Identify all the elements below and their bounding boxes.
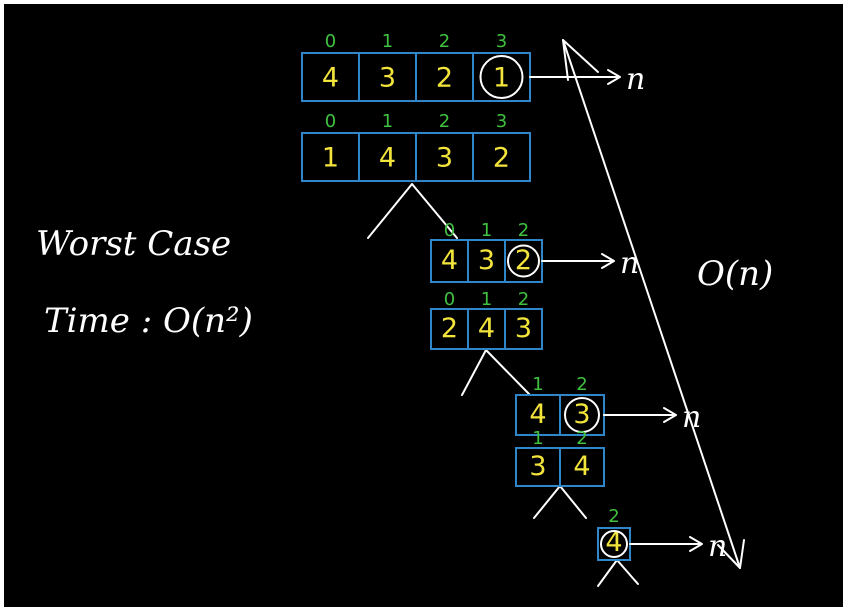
cell-index: 0 (444, 220, 455, 241)
pivot-circle (507, 244, 540, 278)
cell-index: 2 (576, 374, 587, 395)
cell-value: 4 (322, 63, 339, 94)
array-row-2: 1 0 4 1 3 2 2 3 (301, 111, 531, 182)
cell-index: 1 (382, 31, 393, 52)
cell-value: 3 (515, 313, 532, 344)
cell-index: 1 (382, 111, 393, 132)
n-label: n (708, 529, 727, 564)
arrow-to-n (603, 407, 677, 423)
cell-index: 2 (518, 289, 529, 310)
cell-index: 0 (444, 289, 455, 310)
arrow-to-n (541, 253, 615, 269)
cell-value: 1 (493, 63, 510, 94)
cell-value: 3 (573, 399, 590, 430)
array-row-1: 4 0 3 1 2 2 1 3 n (301, 31, 645, 102)
cell-index: 2 (518, 220, 529, 241)
cell-value: 4 (573, 451, 590, 482)
array-row-5: 4 1 3 2 n (515, 374, 701, 436)
pivot-circle (564, 397, 600, 433)
linear-complexity-label: O(n) (697, 254, 773, 294)
array-row-3: 4 0 3 1 2 2 n (430, 220, 639, 283)
cell-index: 2 (439, 111, 450, 132)
array-box (430, 308, 543, 350)
cell-value: 3 (478, 245, 495, 276)
cell-index: 1 (532, 374, 543, 395)
pivot-circle (600, 530, 628, 558)
cell-index: 1 (481, 289, 492, 310)
cell-value: 3 (529, 451, 546, 482)
cell-value: 2 (436, 63, 453, 94)
cell-value: 1 (322, 143, 339, 174)
cell-index: 3 (496, 31, 507, 52)
pivot-circle (479, 55, 524, 99)
depth-arrow (562, 39, 745, 569)
array-rows: 40312213n10413223403122n2041324132n31424… (301, 31, 727, 564)
cell-index: 1 (481, 220, 492, 241)
cell-value: 3 (436, 143, 453, 174)
blackboard (4, 4, 843, 607)
cell-index: 0 (325, 31, 336, 52)
array-row-6: 31 42 (515, 428, 605, 487)
n-label: n (626, 62, 645, 97)
array-row-4: 2 0 4 1 3 2 (430, 289, 543, 350)
n-label: n (620, 246, 639, 281)
cell-index: 2 (576, 428, 587, 449)
arrow-to-n (629, 536, 703, 552)
cell-index: 1 (532, 428, 543, 449)
array-row-7: 42 n (597, 506, 727, 564)
worst-case-label: Worst Case (36, 224, 231, 264)
time-complexity-label: Time : O(n²) (44, 301, 253, 341)
cell-value: 2 (515, 245, 532, 276)
cell-value: 4 (605, 527, 622, 558)
arrow-to-n (529, 69, 621, 85)
cell-value: 4 (478, 313, 495, 344)
cell-index: 3 (496, 111, 507, 132)
cell-index: 2 (439, 31, 450, 52)
cell-value: 4 (529, 399, 546, 430)
cell-index: 2 (608, 506, 619, 527)
cell-value: 3 (379, 63, 396, 94)
cell-value: 2 (493, 143, 510, 174)
cell-value: 2 (441, 313, 458, 344)
cell-index: 0 (325, 111, 336, 132)
n-label: n (682, 400, 701, 435)
tree-branches (367, 183, 639, 587)
cell-value: 4 (441, 245, 458, 276)
cell-value: 4 (379, 143, 396, 174)
